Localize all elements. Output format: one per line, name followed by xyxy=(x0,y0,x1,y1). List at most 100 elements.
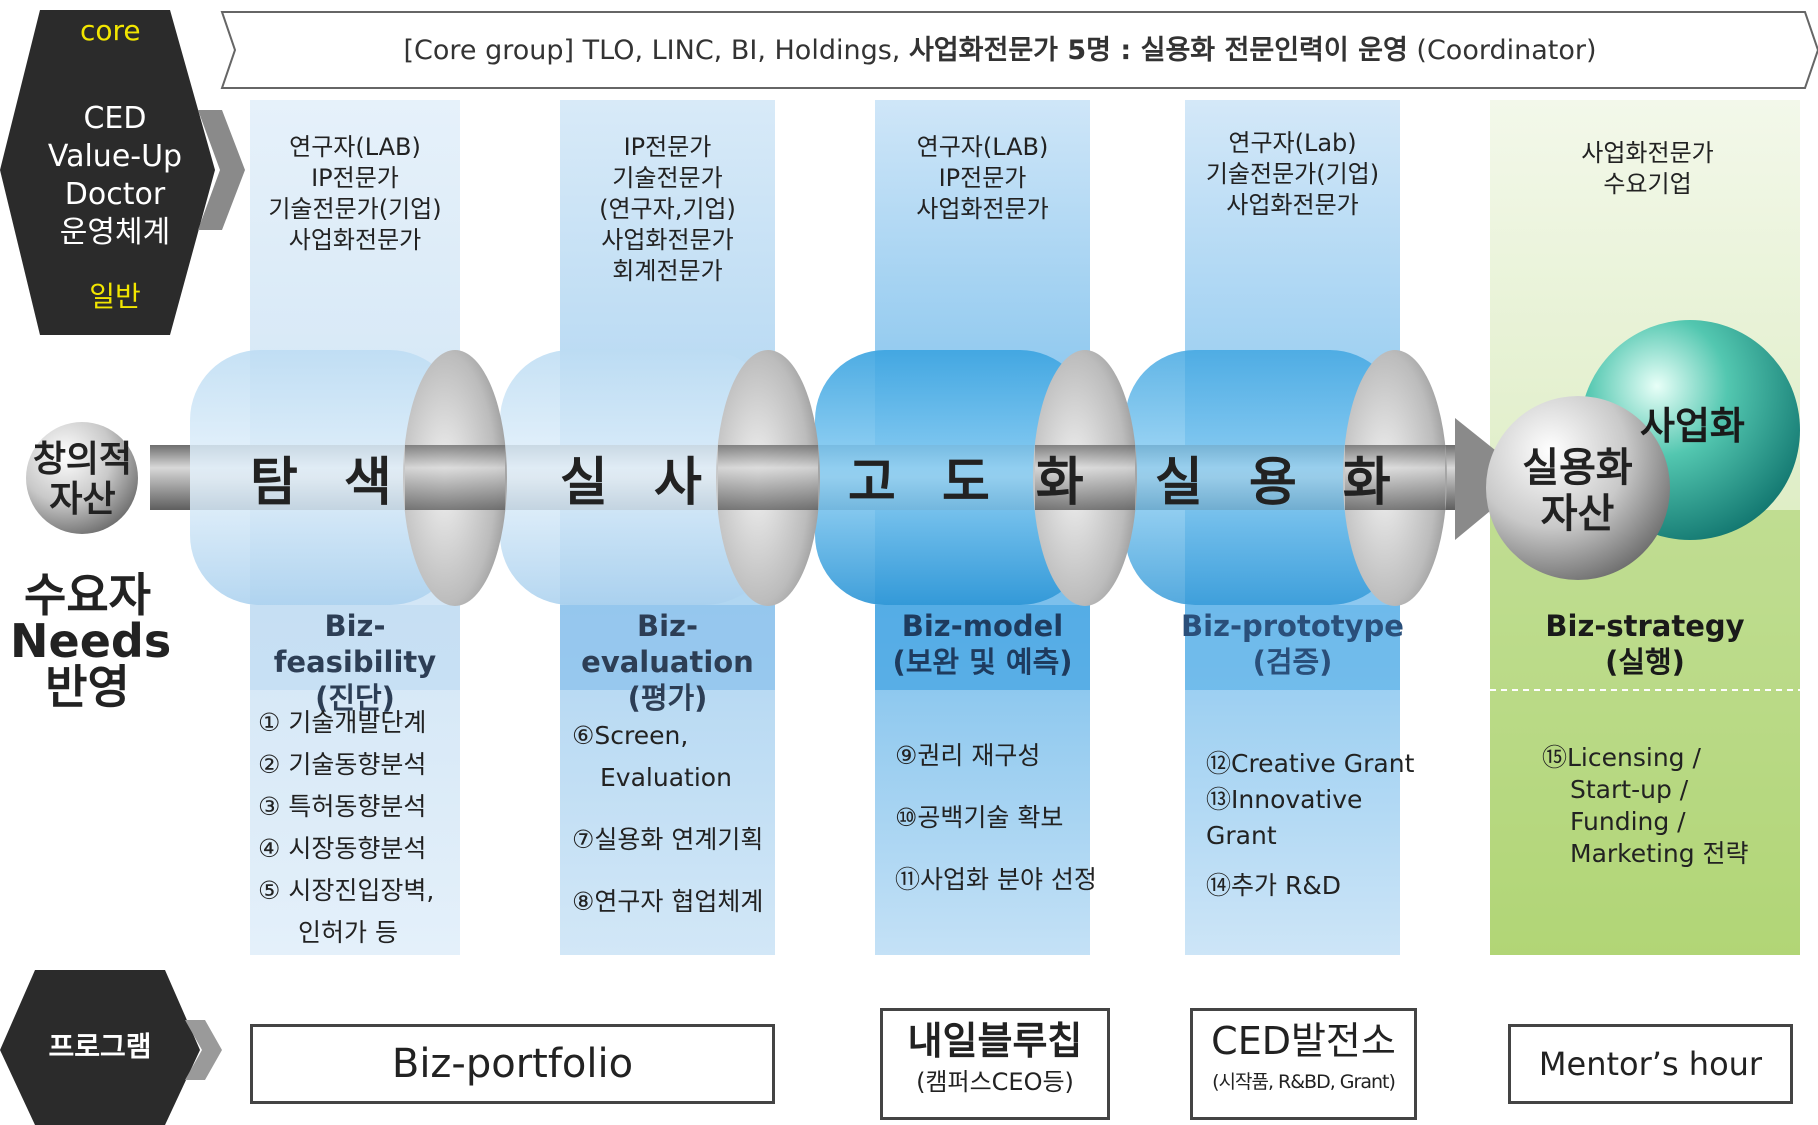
banner-suffix: (Coordinator) xyxy=(1407,35,1597,66)
list-item: 인허가 등 xyxy=(298,918,398,947)
list-item: Evaluation xyxy=(600,763,732,792)
asset-line2: 자산 xyxy=(1540,491,1615,537)
col5-biz-title: Biz-strategy (실행) xyxy=(1490,608,1800,680)
list-item: ⑩공백기술 확보 xyxy=(895,803,1064,832)
expert: 연구자(LAB) xyxy=(289,133,421,161)
expert: 연구자(Lab) xyxy=(1228,129,1357,157)
expert: IP전문가 xyxy=(311,164,399,192)
expert: 사업화전문가 xyxy=(601,226,734,254)
banner-bold: 사업화전문가 5명 : 실용화 전문인력이 운영 xyxy=(908,35,1408,66)
list-item: Funding / xyxy=(1570,807,1686,836)
expert: IP전문가 xyxy=(623,133,712,161)
list-item: ⑦실용화 연계기획 xyxy=(572,825,764,854)
list-item: Grant xyxy=(1206,821,1277,850)
col1-experts: 연구자(LAB) IP전문가 기술전문가(기업) 사업화전문가 xyxy=(250,132,460,256)
list-item: ④ 시장동향분석 xyxy=(258,834,427,863)
biz-title: Biz-strategy xyxy=(1545,609,1745,643)
list-item: ③ 특허동향분석 xyxy=(258,792,427,821)
list-item: ① 기술개발단계 xyxy=(258,708,427,737)
asset-sphere xyxy=(1486,396,1670,580)
expert: 수요기업 xyxy=(1603,170,1692,198)
asset-line1: 실용화 xyxy=(1522,445,1633,491)
col2-items: ⑥Screen, Evaluation ⑦실용화 연계기획 ⑧연구자 협업체계 xyxy=(572,715,782,923)
list-item: Start-up / xyxy=(1570,775,1689,804)
biz-title: Biz-feasibility xyxy=(273,609,437,679)
biz-sub: (보완 및 예측) xyxy=(892,645,1073,679)
expert: 사업화전문가 xyxy=(916,195,1049,223)
list-item: ⑫Creative Grant xyxy=(1206,749,1415,778)
needs-line1: 수요자 xyxy=(24,568,151,622)
ced-title: CED발전소 xyxy=(1211,1019,1396,1063)
col2-experts: IP전문가 기술전문가 (연구자,기업) 사업화전문가 회계전문가 xyxy=(560,132,775,287)
expert: 기술전문가(기업) xyxy=(1205,160,1380,188)
hex-line3: Doctor xyxy=(64,177,166,212)
expert: 연구자(LAB) xyxy=(916,133,1049,161)
ced-sub: (시작품, R&BD, Grant) xyxy=(1212,1071,1396,1093)
col5-experts: 사업화전문가 수요기업 xyxy=(1500,138,1795,200)
col3-items: ⑨권리 재구성 ⑩공백기술 확보 ⑪사업화 분야 선정 xyxy=(895,735,1105,901)
biz-sub: (평가) xyxy=(627,681,708,715)
biz-title: Biz-model xyxy=(901,609,1064,643)
biz-title: Biz-prototype xyxy=(1181,609,1404,643)
biz-portfolio-box: Biz-portfolio xyxy=(250,1024,775,1104)
expert: 사업화전문가 xyxy=(288,226,422,254)
col5-items: ⑮Licensing / Start-up / Funding / Market… xyxy=(1542,742,1792,870)
list-item: ⑪사업화 분야 선정 xyxy=(895,865,1097,894)
stage-practical-use: 실 용 화 xyxy=(1155,453,1405,513)
creative-asset-line1: 창의적 xyxy=(32,439,133,480)
biz-sub: (실행) xyxy=(1605,645,1685,679)
col2-biz-title: Biz-evaluation (평가) xyxy=(555,608,780,716)
col4-items: ⑫Creative Grant ⑬Innovative Grant ⑭추가 R&… xyxy=(1206,746,1416,904)
list-item: ⑧연구자 협업체계 xyxy=(572,887,764,916)
list-item: ⑤ 시장진입장벽, xyxy=(258,876,435,905)
col1-items: ① 기술개발단계 ② 기술동향분석 ③ 특허동향분석 ④ 시장동향분석 ⑤ 시장… xyxy=(258,702,458,954)
needs-line2: Needs xyxy=(10,614,172,668)
expert: 기술전문가(기업) xyxy=(268,195,442,223)
col3-biz-title: Biz-model (보완 및 예측) xyxy=(870,608,1095,680)
hex-line2: Value-Up xyxy=(47,139,183,174)
biz-sub: (진단) xyxy=(315,681,395,715)
col3-experts: 연구자(LAB) IP전문가 사업화전문가 xyxy=(875,132,1090,225)
expert: 회계전문가 xyxy=(612,257,723,285)
list-item: ⑨권리 재구성 xyxy=(895,741,1041,770)
hex-line4: 운영체계 xyxy=(59,215,171,250)
expert: 사업화전문가 xyxy=(1581,139,1714,167)
list-item: ⑭추가 R&D xyxy=(1206,871,1342,900)
practical-asset-label: 실용화 자산 xyxy=(1500,445,1655,537)
bluechip-box: 내일블루칩 (캠퍼스CEO등) xyxy=(880,1008,1110,1120)
list-item: ⑥Screen, xyxy=(572,721,689,750)
core-group-banner: [Core group] TLO, LINC, BI, Holdings, 사업… xyxy=(220,28,1780,67)
list-item: ⑬Innovative xyxy=(1206,785,1363,814)
stage-due-diligence: 실 사 xyxy=(560,453,716,513)
banner-prefix: [Core group] TLO, LINC, BI, Holdings, xyxy=(403,35,909,66)
program-label: 프로그램 xyxy=(48,1030,152,1063)
commercialization-label: 사업화 xyxy=(1640,404,1745,448)
ced-plant-box: CED발전소 (시작품, R&BD, Grant) xyxy=(1190,1008,1417,1120)
biz-sub: (검증) xyxy=(1252,645,1333,679)
expert: 기술전문가 xyxy=(612,164,723,192)
stage-advancement: 고 도 화 xyxy=(848,453,1098,513)
stage-explore: 탐 색 xyxy=(250,453,406,513)
expert: (연구자,기업) xyxy=(599,195,736,223)
col1-biz-title: Biz-feasibility (진단) xyxy=(250,608,460,716)
expert: IP전문가 xyxy=(938,164,1027,192)
customer-needs-label: 수요자 Needs 반영 xyxy=(10,568,172,714)
biz-title: Biz-evaluation xyxy=(581,609,754,679)
needs-line3: 반영 xyxy=(45,660,130,714)
creative-asset-line2: 자산 xyxy=(49,479,116,520)
general-label: 일반 xyxy=(89,280,141,313)
core-label: core xyxy=(80,14,141,47)
creative-asset-label: 창의적 자산 xyxy=(20,440,145,520)
expert: 사업화전문가 xyxy=(1226,191,1359,219)
list-item: Marketing 전략 xyxy=(1570,839,1749,868)
hex-line1: CED xyxy=(83,101,147,136)
operating-system-label: CED Value-Up Doctor 운영체계 xyxy=(35,100,195,252)
bluechip-title: 내일블루칩 xyxy=(907,1019,1083,1063)
col4-experts: 연구자(Lab) 기술전문가(기업) 사업화전문가 xyxy=(1185,128,1400,221)
list-item: ⑮Licensing / xyxy=(1542,743,1701,772)
col4-biz-title: Biz-prototype (검증) xyxy=(1180,608,1405,680)
list-item: ② 기술동향분석 xyxy=(258,750,427,779)
bluechip-sub: (캠퍼스CEO등) xyxy=(916,1068,1074,1096)
mentors-hour-box: Mentor’s hour xyxy=(1508,1024,1793,1104)
